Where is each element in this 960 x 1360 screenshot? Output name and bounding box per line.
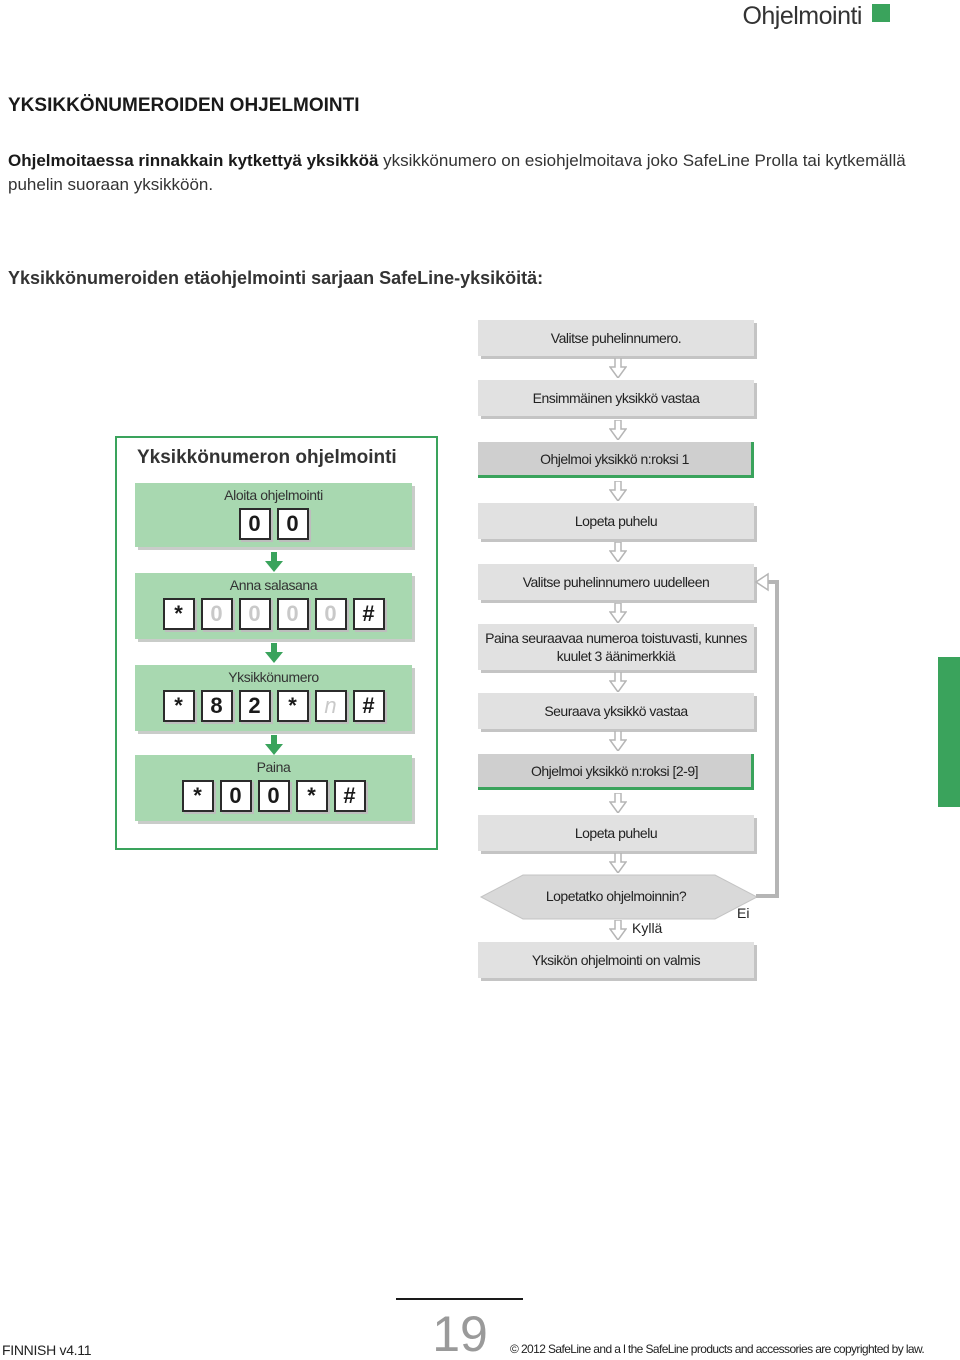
key-0: 0: [276, 508, 309, 540]
key-star: *: [162, 598, 195, 630]
flow-step-next-unit-answers: Seuraava yksikkö vastaa: [478, 693, 754, 729]
gray-down-arrow-icon: [609, 672, 627, 692]
green-down-arrow-icon: [265, 735, 283, 755]
gray-down-arrow-icon: [609, 358, 627, 378]
key-n: n: [314, 690, 347, 722]
key-star: *: [162, 690, 195, 722]
gray-down-arrow-icon: [609, 420, 627, 440]
flow-step-programming-done: Yksikön ohjelmointi on valmis: [478, 942, 754, 978]
section-title: YKSIKKÖNUMEROIDEN OHJELMOINTI: [8, 95, 360, 116]
decision-yes-label: Kyllä: [632, 920, 663, 936]
keypad-row: * 0 0 * #: [135, 780, 412, 812]
key-0: 0: [219, 780, 252, 812]
flow-step-hang-up: Lopeta puhelu: [478, 503, 754, 539]
key-8: 8: [200, 690, 233, 722]
side-tab: [938, 657, 960, 807]
step-label: Anna salasana: [229, 577, 318, 593]
diagram-subtitle: Yksikkönumeroiden etäohjelmointi sarjaan…: [8, 268, 544, 288]
gray-down-arrow-icon: [609, 603, 627, 623]
keypad-row: 0 0: [135, 508, 412, 540]
loop-back-arrow: [754, 572, 779, 898]
keypad-row: * 8 2 * n #: [135, 690, 412, 722]
footer-version: FINNISH v4.11: [2, 1342, 92, 1358]
gray-down-arrow-icon: [609, 853, 627, 873]
step-press: Paina * 0 0 * #: [135, 755, 412, 821]
key-0: 0: [314, 598, 347, 630]
step-label: Yksikkönumero: [228, 669, 319, 685]
key-star: *: [295, 780, 328, 812]
page-number: 19: [432, 1306, 488, 1360]
key-0: 0: [276, 598, 309, 630]
key-star: *: [276, 690, 309, 722]
page-header-title: Ohjelmointi: [742, 2, 862, 30]
gray-down-arrow-icon: [609, 731, 627, 751]
key-2: 2: [238, 690, 271, 722]
flow-step-first-unit-answers: Ensimmäinen yksikkö vastaa: [478, 380, 754, 416]
panel-title: Yksikkönumeron ohjelmointi: [137, 447, 397, 468]
intro-bold: Ohjelmoitaessa rinnakkain kytkettyä yksi…: [8, 151, 379, 170]
key-star: *: [181, 780, 214, 812]
footer-rule: [396, 1298, 523, 1300]
step-start-programming: Aloita ohjelmointi 0 0: [135, 483, 412, 547]
decision-no-label: Ei: [737, 905, 750, 921]
flow-step-redial: Valitse puhelinnumero uudelleen: [478, 564, 754, 600]
intro-text: yksikkönumero on esiohjelmoitava joko Sa…: [8, 151, 906, 194]
gray-down-arrow-icon: [609, 481, 627, 501]
key-0: 0: [238, 508, 271, 540]
keypad-row: * 0 0 0 0 #: [135, 598, 412, 630]
key-hash: #: [333, 780, 366, 812]
decision-question: Lopetatko ohjelmoinnin?: [545, 888, 687, 904]
step-unit-number: Yksikkönumero * 8 2 * n #: [135, 665, 412, 731]
header-accent-square: [872, 4, 890, 22]
key-0: 0: [257, 780, 290, 812]
gray-down-arrow-icon: [609, 920, 627, 940]
flow-step-press-next-number: Paina seuraavaa numeroa toistuvasti, kun…: [478, 624, 754, 670]
green-down-arrow-icon: [265, 552, 283, 572]
key-hash: #: [352, 690, 385, 722]
flow-step-program-unit-1: Ohjelmoi yksikkö n:roksi 1: [478, 442, 754, 478]
step-label: Aloita ohjelmointi: [224, 487, 323, 503]
flow-step-select-number: Valitse puhelinnumero.: [478, 320, 754, 356]
gray-down-arrow-icon: [609, 542, 627, 562]
gray-down-arrow-icon: [609, 793, 627, 813]
flow-step-program-unit-2-9: Ohjelmoi yksikkö n:roksi [2-9]: [478, 754, 754, 790]
key-hash: #: [352, 598, 385, 630]
green-down-arrow-icon: [265, 643, 283, 663]
key-0: 0: [238, 598, 271, 630]
flow-step-hang-up-2: Lopeta puhelu: [478, 815, 754, 851]
key-0: 0: [200, 598, 233, 630]
step-enter-password: Anna salasana * 0 0 0 0 #: [135, 573, 412, 639]
footer-copyright: © 2012 SafeLine and a l the SafeLine pro…: [510, 1342, 925, 1356]
intro-paragraph: Ohjelmoitaessa rinnakkain kytkettyä yksi…: [8, 149, 908, 197]
step-label: Paina: [256, 759, 291, 775]
